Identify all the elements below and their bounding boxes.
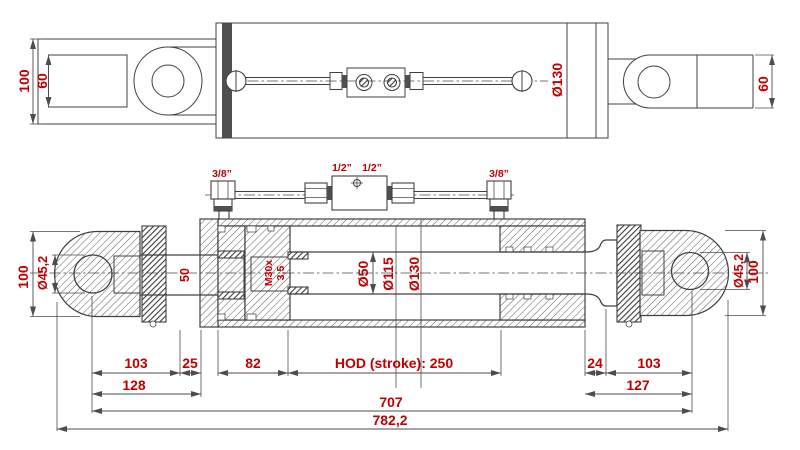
dim-right-eye-bore: Ø45,2 — [732, 254, 746, 288]
dim-left-eye-offset: 103 — [124, 355, 148, 371]
barrel-bottom-wall — [217, 319, 586, 328]
dim-left-group: 128 — [122, 377, 146, 393]
left-eye-hole — [73, 254, 113, 294]
pipe-fitting-left — [210, 180, 236, 222]
dim-rod-thread-pitch: 3,5 — [275, 266, 287, 281]
side-view-piping: 3/8” 1/2” 1/2” 3/8” — [205, 162, 515, 222]
dim-rod-diameter: Ø50 — [355, 261, 371, 288]
left-lock-nut — [141, 225, 167, 323]
dim-top-clevis-width: 100 — [16, 69, 32, 93]
top-view-left-clevis — [37, 38, 217, 125]
dim-rod-thread: M30x — [263, 260, 275, 286]
left-eye — [53, 230, 141, 318]
dim-right-eye-width: 100 — [745, 260, 761, 284]
dim-stud-flat: 50 — [178, 268, 192, 282]
label-right-port: 3/8” — [489, 168, 509, 180]
top-view-dimensions: 100 60 Ø130 60 — [16, 38, 775, 125]
dim-top-barrel-diameter: Ø130 — [549, 63, 565, 97]
dim-right-eye-offset: 103 — [637, 355, 661, 371]
gland-top — [499, 225, 586, 253]
label-valve-right-port: 1/2” — [362, 162, 382, 174]
dim-barrel-diameter: Ø130 — [406, 257, 422, 291]
top-view: 100 60 Ø130 60 — [16, 22, 775, 139]
dim-bore-diameter: Ø115 — [380, 257, 396, 291]
valve-block-side — [304, 175, 415, 211]
dim-top-clevis-slot: 60 — [34, 73, 50, 89]
dim-right-group: 127 — [626, 377, 650, 393]
barrel-top-wall — [217, 218, 586, 227]
label-left-port: 3/8” — [212, 168, 232, 180]
top-view-piping — [225, 67, 548, 98]
dim-left-eye-bore: Ø45,2 — [36, 256, 50, 290]
dim-nut-width: 25 — [182, 355, 198, 371]
section-view: 50 M30x 3,5 Ø50 Ø115 Ø130 100 Ø45,2 Ø4 — [15, 218, 770, 388]
dim-pin-to-pin: 707 — [379, 394, 403, 410]
dim-cap-to-piston: 82 — [245, 355, 261, 371]
dim-left-eye-width: 100 — [15, 265, 31, 289]
bottom-dimensions: 103 25 82 HOD (stroke): 250 24 103 128 1… — [56, 291, 729, 432]
dim-rod-shoulder: 24 — [587, 355, 603, 371]
section-labels: 50 M30x 3,5 Ø50 Ø115 Ø130 — [178, 257, 422, 291]
label-valve-left-port: 1/2” — [332, 162, 352, 174]
pipe-fitting-right — [486, 180, 512, 222]
right-eye-hole — [670, 251, 710, 291]
dim-top-rod-eye-width: 60 — [755, 76, 771, 92]
piston-thread-socket — [250, 256, 291, 292]
section-right-dimensions: Ø45,2 100 — [700, 230, 766, 316]
dim-stroke: HOD (stroke): 250 — [335, 355, 453, 371]
top-view-rod-eye — [608, 54, 754, 109]
right-lock-nut — [616, 224, 642, 323]
section-left-dimensions: 100 Ø45,2 — [15, 231, 85, 317]
gland-bottom — [499, 293, 586, 321]
dim-overall-length: 782,2 — [372, 412, 407, 428]
